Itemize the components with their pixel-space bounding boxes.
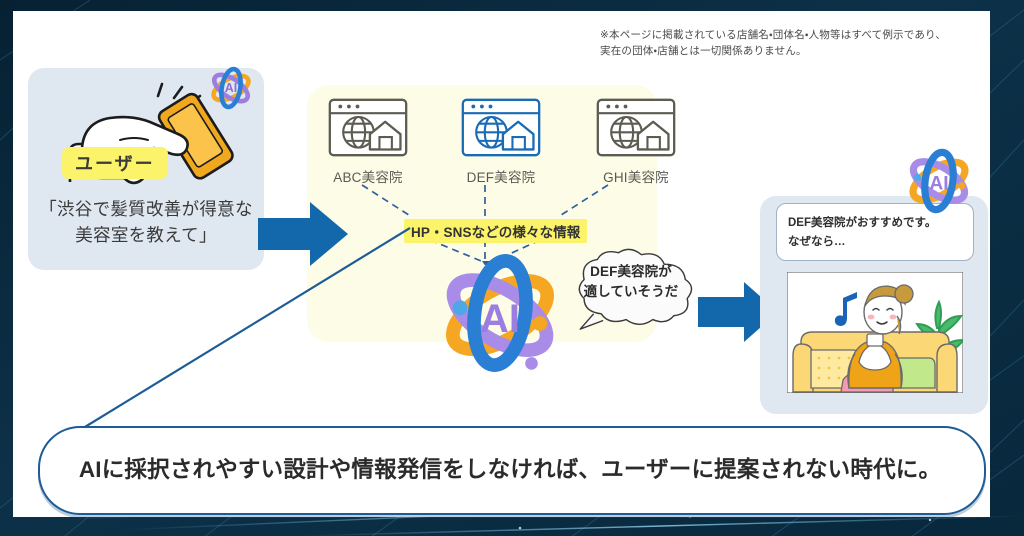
- shop-item-ghi[interactable]: GHI美容院: [588, 96, 684, 186]
- thought-text: DEF美容院が 適していそうだ: [571, 262, 691, 301]
- user-badge: ユーザー: [62, 147, 168, 179]
- thought-cloud: [578, 248, 693, 330]
- thought-line-2: 適していそうだ: [583, 283, 679, 299]
- disclaimer-note: ※本ページに掲載されている店舗名・団体名・人物等はすべて例示であり、 実在の団体…: [600, 27, 1000, 60]
- shop-label: GHI美容院: [603, 170, 669, 185]
- information-sources-tag: HP・SNSなどの様々な情報: [404, 219, 588, 243]
- svg-text:AI: AI: [929, 173, 948, 194]
- arrow-user-to-ai: [258, 202, 348, 266]
- svg-text:AI: AI: [480, 297, 520, 341]
- conclusion-banner: [38, 426, 986, 515]
- shop-item-abc[interactable]: ABC美容院: [320, 96, 416, 186]
- user-quote-line-1: 「渋谷で髪質改善が得意な: [39, 199, 253, 219]
- arrow-ai-to-user: [698, 282, 778, 342]
- ai-reply-bubble: [776, 203, 974, 261]
- thought-line-1: DEF美容院が: [590, 264, 672, 279]
- browser-globe-storefront-icon: [596, 98, 676, 157]
- ai-reply-line-2: なぜなら…: [788, 235, 846, 248]
- shop-label: ABC美容院: [333, 170, 403, 185]
- ai-atom-logo: AI: [211, 66, 251, 110]
- browser-globe-storefront-icon: [461, 98, 541, 157]
- shop-label: DEF美容院: [466, 170, 536, 185]
- svg-text:AI: AI: [225, 81, 238, 95]
- woman-relaxing-on-sofa-illustration: [787, 272, 963, 393]
- ai-reply-line-1: DEF美容院がおすすめです。: [788, 217, 937, 229]
- browser-globe-storefront-icon: [328, 98, 408, 157]
- disclaimer-line-2: 実在の団体・店舗とは一切関係ありません。: [600, 45, 807, 58]
- ai-atom-logo: AI: [909, 148, 969, 214]
- user-quote: 「渋谷で髪質改善が得意な 美容室を教えて」: [28, 196, 264, 249]
- conclusion-banner-text: AIに採択されやすい設計や情報発信をしなければ、ユーザーに提案されない時代に。: [78, 457, 942, 482]
- disclaimer-line-1: ※本ページに掲載されている店舗名・団体名・人物等はすべて例示であり、: [600, 29, 947, 41]
- dashed-connectors: [361, 184, 609, 265]
- ai-reply-text: DEF美容院がおすすめです。 なぜなら…: [788, 214, 966, 252]
- shop-item-def[interactable]: DEF美容院: [453, 96, 549, 186]
- user-quote-line-2: 美容室を教えて」: [75, 225, 217, 246]
- ai-atom-logo: AI: [445, 254, 555, 372]
